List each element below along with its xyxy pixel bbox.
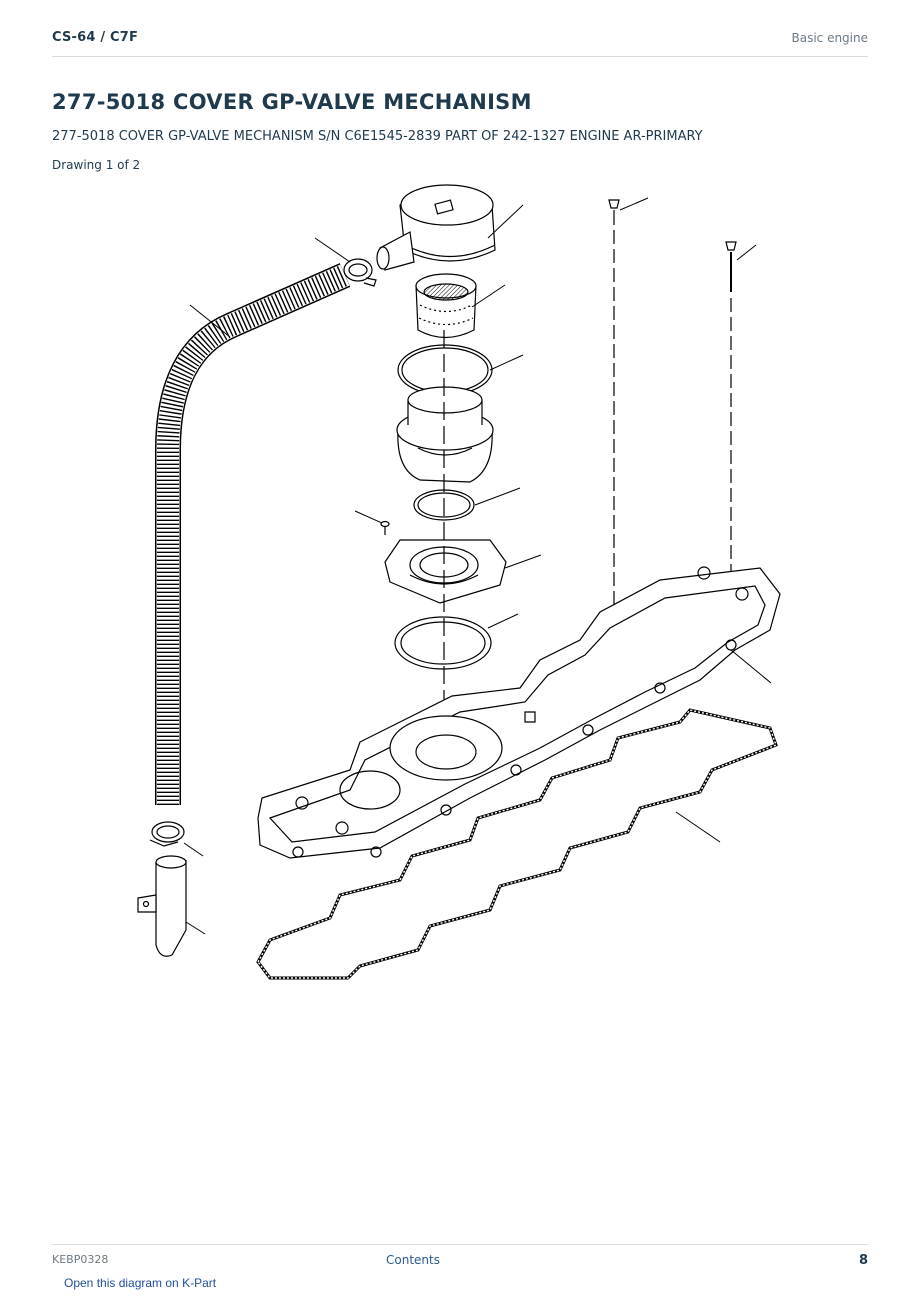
open-on-kpart-link[interactable]: Open this diagram on K-Part xyxy=(64,1276,217,1290)
page-header: CS-64 / C7F Basic engine xyxy=(52,28,868,57)
drawing-label: Drawing 1 of 2 xyxy=(52,158,141,172)
page-number: 8 xyxy=(858,1253,868,1268)
gasket-ring xyxy=(394,616,492,670)
breather-cap xyxy=(376,184,496,271)
document-code: KEBP0328 xyxy=(52,1253,109,1266)
page-title: 277-5018 COVER GP-VALVE MECHANISM xyxy=(52,90,532,114)
leader-lines xyxy=(183,197,772,935)
breather-hose xyxy=(155,263,351,805)
small-screw xyxy=(380,520,390,535)
page-footer: KEBP0328 Contents 8 xyxy=(52,1244,868,1275)
page-subtitle: 277-5018 COVER GP-VALVE MECHANISM S/N C6… xyxy=(52,129,703,144)
valve-cover-gasket xyxy=(256,708,778,980)
section-name: Basic engine xyxy=(791,31,868,45)
drain-tube xyxy=(137,855,187,957)
adapter-flange xyxy=(384,539,507,604)
exploded-parts-diagram xyxy=(137,184,781,980)
lower-hose-clamp xyxy=(149,821,185,847)
document-reference: CS-64 / C7F xyxy=(52,30,139,45)
upper-hose-clamp xyxy=(343,258,377,287)
valve-cover xyxy=(257,566,781,859)
filter-element xyxy=(415,273,477,339)
contents-link[interactable]: Contents xyxy=(386,1253,440,1267)
valve-body xyxy=(396,386,494,483)
